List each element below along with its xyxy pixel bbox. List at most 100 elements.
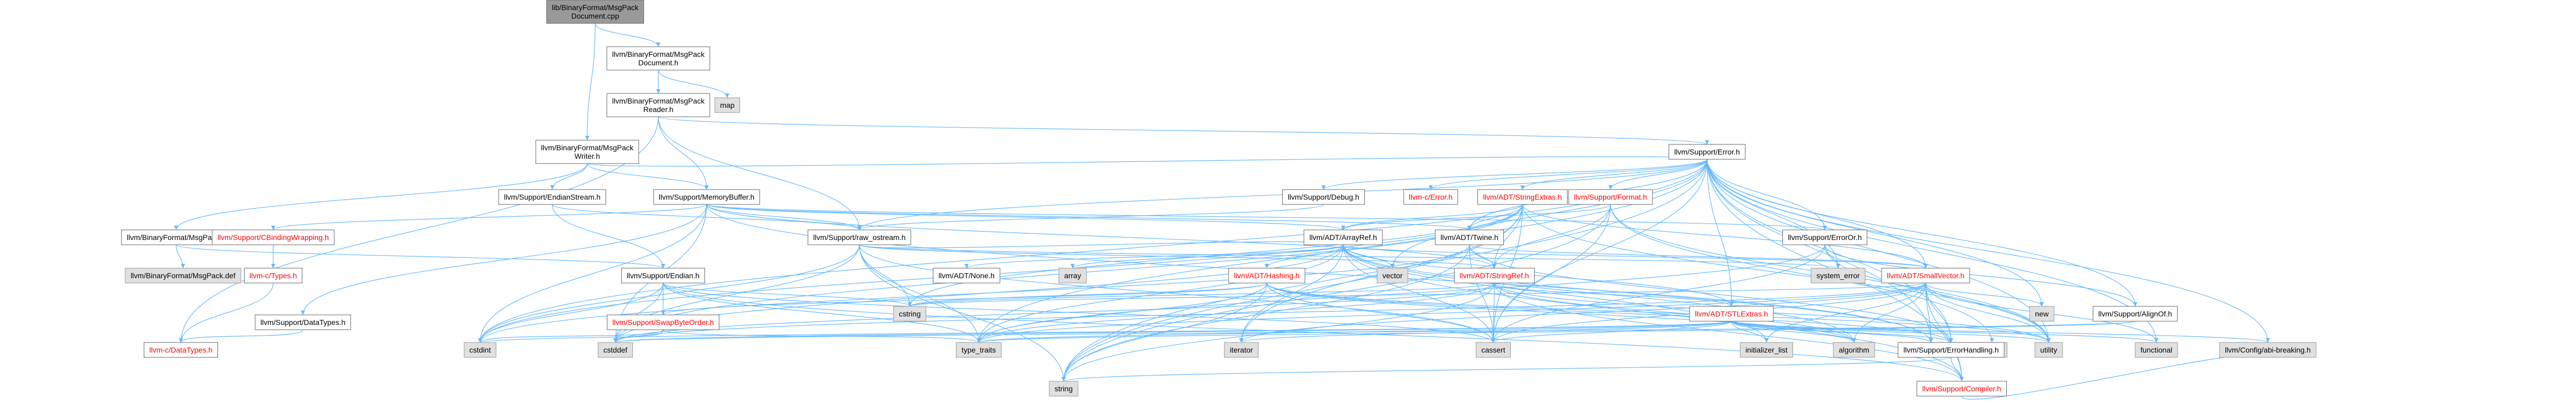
node-label: initializer_list bbox=[1745, 346, 1787, 354]
edge-twine-h-to-cstdint bbox=[480, 244, 1470, 343]
edge-memorybuffer-h-to-datatypes-h bbox=[302, 204, 707, 315]
edge-arrowhead bbox=[1265, 264, 1269, 268]
edge-arrowhead bbox=[585, 136, 589, 140]
edge-error-h-to-stringextras-h bbox=[1522, 159, 1708, 190]
edge-arrowhead bbox=[1492, 264, 1496, 268]
node-endianstream-h[interactable]: llvm/Support/EndianStream.h bbox=[498, 189, 606, 205]
node-rawostream-h[interactable]: llvm/Support/raw_ostream.h bbox=[807, 229, 911, 245]
node-label: utility bbox=[2040, 346, 2057, 354]
node-label: llvm/ADT/StringExtras.h bbox=[1483, 193, 1562, 201]
node-type-traits: type_traits bbox=[956, 342, 1002, 358]
node-label: llvm/Support/ErrorOr.h bbox=[1788, 233, 1861, 242]
node-ctypes-h[interactable]: llvm-c/Types.h bbox=[244, 268, 302, 284]
edge-stringref-h-to-compiler-h bbox=[1494, 282, 1962, 382]
edge-swapbyte-h-to-type-traits bbox=[663, 329, 979, 343]
node-label: lib/BinaryFormat/MsgPack bbox=[552, 3, 639, 12]
node-arrayref-h[interactable]: llvm/ADT/ArrayRef.h bbox=[1303, 229, 1383, 245]
edge-doc-h-to-map bbox=[658, 70, 728, 98]
edge-stlextras-h-to-functional bbox=[1731, 321, 2157, 343]
node-label: llvm/Support/MemoryBuffer.h bbox=[659, 193, 754, 201]
node-hashing-h[interactable]: llvm/ADT/Hashing.h bbox=[1228, 268, 1306, 284]
edge-arrowhead bbox=[271, 226, 275, 230]
node-none-h[interactable]: llvm/ADT/None.h bbox=[933, 268, 1000, 284]
node-map: map bbox=[715, 97, 740, 113]
edge-arrowhead bbox=[661, 264, 665, 268]
edge-arrowhead bbox=[661, 311, 665, 315]
edge-errorof-h-to-type-traits bbox=[978, 244, 1825, 343]
node-stlextras-h[interactable]: llvm/ADT/STLExtras.h bbox=[1689, 306, 1774, 322]
edge-hashing-h-to-swapbyte-h bbox=[663, 282, 1267, 315]
edge-arrowhead bbox=[704, 185, 709, 190]
node-endian-h[interactable]: llvm/Support/Endian.h bbox=[621, 268, 705, 284]
node-llvmcerror-h[interactable]: llvm-c/Error.h bbox=[1403, 189, 1458, 205]
node-label: cassert bbox=[1481, 346, 1505, 354]
node-debug-h[interactable]: llvm/Support/Debug.h bbox=[1282, 189, 1365, 205]
edge-rawostream-h-to-string bbox=[859, 244, 1064, 382]
node-label: llvm/Support/DataTypes.h bbox=[260, 318, 345, 327]
edge-error-h-to-memory bbox=[1707, 159, 1931, 343]
edge-stlextras-h-to-memory bbox=[1731, 321, 1931, 343]
node-memorybuffer-h[interactable]: llvm/Support/MemoryBuffer.h bbox=[653, 189, 760, 205]
edge-arrayref-h-to-cassert bbox=[1343, 244, 1494, 343]
node-label: llvm/Support/raw_ostream.h bbox=[813, 233, 906, 242]
edge-arrowhead bbox=[2266, 338, 2270, 342]
edge-error-h-to-errorof-h bbox=[1707, 159, 1825, 230]
edge-arrowhead bbox=[1949, 338, 1953, 342]
node-stringextras-h[interactable]: llvm/ADT/StringExtras.h bbox=[1477, 189, 1568, 205]
node-label: functional bbox=[2140, 346, 2172, 354]
node-swapbyte-h[interactable]: llvm/Support/SwapByteOrder.h bbox=[607, 314, 719, 330]
node-stringref-h[interactable]: llvm/ADT/StringRef.h bbox=[1454, 268, 1535, 284]
edge-arrowhead bbox=[977, 338, 981, 342]
edge-twine-h-to-errorhandling-h bbox=[1469, 244, 1952, 343]
edge-arrowhead bbox=[1990, 338, 1994, 342]
node-error-h[interactable]: llvm/Support/Error.h bbox=[1668, 144, 1746, 160]
edge-datatypes-h-to-cdatatypes-h bbox=[180, 329, 303, 343]
edge-memorybuffer-h-to-stringref-h bbox=[706, 204, 1495, 269]
node-format-h[interactable]: llvm/Support/Format.h bbox=[1568, 189, 1653, 205]
edge-arrowhead bbox=[1061, 377, 1066, 381]
edge-ctypes-h-to-cdatatypes-h bbox=[180, 282, 274, 343]
edge-smallvector-h-to-initializer-list bbox=[1766, 282, 1926, 343]
edge-endian-h-to-cstdint bbox=[480, 282, 664, 343]
node-label: llvm/ADT/ArrayRef.h bbox=[1309, 233, 1377, 242]
edge-smallvector-h-to-type-traits bbox=[978, 282, 1926, 343]
edge-writer-h-to-msgpack-h bbox=[176, 163, 588, 230]
node-cstdint: cstdint bbox=[464, 342, 497, 358]
node-cdatatypes-h[interactable]: llvm-c/DataTypes.h bbox=[144, 342, 218, 358]
node-compiler-h[interactable]: llvm/Support/Compiler.h bbox=[1917, 381, 2007, 397]
node-label: llvm/Support/ErrorHandling.h bbox=[1903, 346, 1999, 354]
node-errorof-h[interactable]: llvm/Support/ErrorOr.h bbox=[1782, 229, 1867, 245]
edge-stringextras-h-to-smallvector-h bbox=[1522, 204, 1926, 269]
node-twine-h[interactable]: llvm/ADT/Twine.h bbox=[1435, 229, 1504, 245]
node-label: llvm/ADT/Hashing.h bbox=[1234, 271, 1300, 280]
edge-arrowhead bbox=[1608, 185, 1613, 190]
node-string: string bbox=[1049, 381, 1078, 397]
node-datatypes-h[interactable]: llvm/Support/DataTypes.h bbox=[255, 314, 351, 330]
edge-arrowhead bbox=[1960, 377, 1964, 381]
edge-endianstream-h-to-rawostream-h bbox=[552, 204, 860, 230]
node-label: llvm/ADT/None.h bbox=[938, 271, 995, 280]
node-cbinding-h[interactable]: llvm/Support/CBindingWrapping.h bbox=[212, 229, 335, 245]
edge-twine-h-to-smallvector-h bbox=[1469, 244, 1926, 269]
edge-endianstream-h-to-endian-h bbox=[552, 204, 664, 269]
edge-memorybuffer-h-to-cstdint bbox=[480, 204, 707, 343]
edge-endian-h-to-cstring bbox=[663, 282, 910, 307]
node-alignof-h[interactable]: llvm/Support/AlignOf.h bbox=[2093, 306, 2178, 322]
edge-reader-h-to-rawostream-h bbox=[658, 116, 860, 230]
node-label: llvm/Support/Endian.h bbox=[627, 271, 700, 280]
node-label: llvm-c/Error.h bbox=[1409, 193, 1452, 201]
edge-smallvector-h-to-utility bbox=[1925, 282, 2049, 343]
node-new: new bbox=[2029, 306, 2055, 322]
edge-writer-h-to-error-h bbox=[587, 156, 1708, 167]
node-label: Document.cpp bbox=[571, 12, 619, 20]
node-smallvector-h[interactable]: llvm/ADT/SmallVector.h bbox=[1881, 268, 1970, 284]
edge-arrowhead bbox=[301, 311, 305, 315]
edge-arrowhead bbox=[1341, 226, 1345, 230]
edge-arrowhead bbox=[1520, 185, 1525, 190]
node-errorhandling-h[interactable]: llvm/Support/ErrorHandling.h bbox=[1898, 342, 2005, 358]
node-initializer-list: initializer_list bbox=[1740, 342, 1793, 358]
